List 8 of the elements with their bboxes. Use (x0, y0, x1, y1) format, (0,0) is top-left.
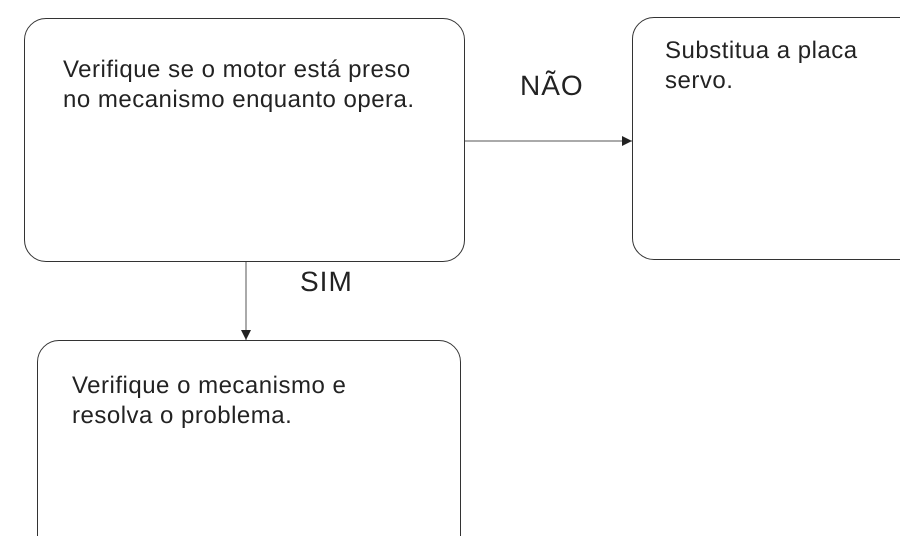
box-text: Substitua a placa servo. (665, 36, 859, 96)
arrow (241, 262, 251, 340)
process-box (632, 17, 900, 260)
arrow (464, 136, 632, 146)
process-box (24, 18, 465, 262)
process-box (37, 340, 461, 536)
box-text: Verifique o mecanismo e resolva o problema. (72, 371, 348, 431)
box-text: Verifique se o motor está preso no mecanismo enquanto opera. (63, 55, 416, 115)
